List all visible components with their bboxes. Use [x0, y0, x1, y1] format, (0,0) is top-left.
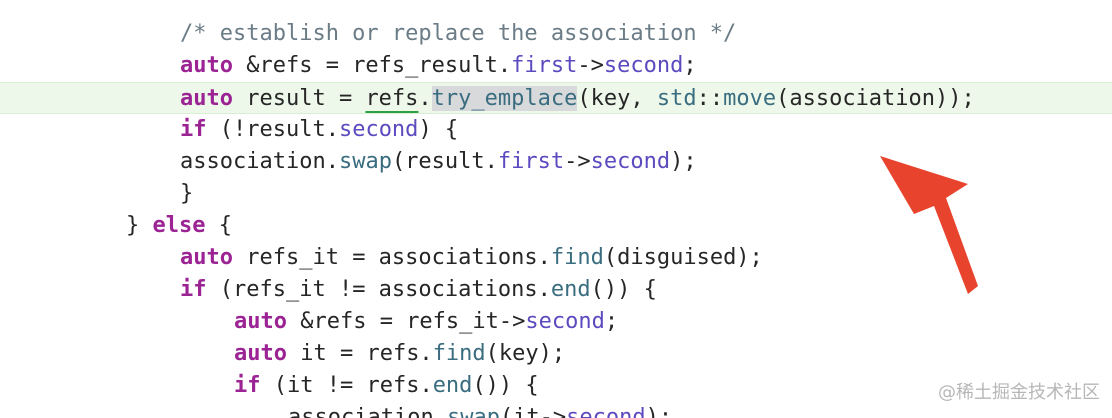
code-token: find: [550, 245, 604, 270]
code-token: ;: [604, 309, 619, 334]
code-token: else: [152, 213, 206, 238]
code-token: (!result.: [206, 117, 339, 142]
code-token: auto: [180, 53, 233, 78]
code-line[interactable]: auto it = refs.find(key);: [0, 338, 1112, 370]
code-token: }: [126, 213, 153, 238]
code-token: }: [180, 181, 194, 206]
code-line[interactable]: association.swap(it->second);: [0, 402, 1112, 418]
code-token: (key,: [577, 86, 657, 111]
code-token: auto: [180, 245, 233, 270]
code-token: first: [497, 149, 565, 174]
code-token: association.: [288, 405, 447, 418]
code-token: (result.: [391, 149, 498, 174]
code-token: ;: [683, 53, 697, 78]
code-token: find: [432, 341, 486, 366]
code-token: (key);: [485, 341, 566, 366]
code-token: (association));: [776, 86, 975, 111]
code-token: {: [205, 213, 232, 238]
code-token: result =: [232, 86, 366, 111]
code-token: end: [432, 373, 473, 398]
code-token: first: [511, 53, 578, 78]
code-token: second: [590, 149, 671, 174]
code-token: std: [656, 86, 697, 111]
code-token: (it != refs.: [260, 373, 433, 398]
watermark: @稀土掘金技术社区: [938, 382, 1100, 403]
code-token: ) {: [418, 117, 459, 142]
code-token: auto: [234, 309, 287, 334]
code-token: if: [180, 117, 207, 142]
code-token: ()) {: [472, 373, 539, 398]
code-token: ()) {: [590, 277, 657, 302]
code-line[interactable]: } else {: [0, 210, 1112, 242]
code-token: it = refs.: [286, 341, 433, 366]
code-token: if: [180, 277, 207, 302]
code-token: (refs_it != associations.: [206, 277, 551, 302]
code-token: refs_it = associations.: [232, 245, 551, 270]
code-token: /* establish or replace the association …: [180, 21, 737, 46]
code-line[interactable]: if (!result.second) {: [0, 114, 1112, 146]
current-code-line[interactable]: auto result = refs.try_emplace(key, std:…: [0, 82, 1112, 114]
code-token: ::: [696, 86, 724, 111]
code-token: swap: [446, 405, 500, 418]
code-token: );: [670, 149, 697, 174]
code-token: (disguised);: [603, 245, 763, 270]
code-line[interactable]: auto &refs = refs_it->second;: [0, 306, 1112, 338]
code-token: &refs = refs_it->: [286, 309, 526, 334]
code-token: end: [550, 277, 591, 302]
code-token: if: [234, 373, 261, 398]
code-token: try_emplace: [431, 86, 578, 111]
code-token: auto: [234, 341, 287, 366]
code-token: refs: [365, 86, 419, 111]
code-token: association.: [180, 149, 339, 174]
code-line[interactable]: auto &refs = refs_result.first->second;: [0, 50, 1112, 82]
code-token: move: [723, 86, 777, 111]
code-line[interactable]: if (refs_it != associations.end()) {: [0, 274, 1112, 306]
code-token: ->: [564, 149, 591, 174]
code-token: .: [418, 86, 432, 111]
code-line[interactable]: }: [0, 178, 1112, 210]
code-token: (it->: [499, 405, 567, 418]
code-token: auto: [180, 86, 233, 111]
code-line[interactable]: /* establish or replace the association …: [0, 18, 1112, 50]
code-token: );: [645, 405, 673, 418]
code-line[interactable]: auto refs_it = associations.find(disguis…: [0, 242, 1112, 274]
code-token: second: [338, 117, 419, 142]
code-line[interactable]: if (it != refs.end()) {: [0, 370, 1112, 402]
code-line[interactable]: association.swap(result.first->second);: [0, 146, 1112, 178]
code-token: second: [525, 309, 605, 334]
code-token: second: [603, 53, 684, 78]
code-token: second: [566, 405, 646, 418]
code-token: ->: [577, 53, 604, 78]
code-token: &refs = refs_result.: [232, 53, 512, 78]
code-token: swap: [338, 149, 392, 174]
